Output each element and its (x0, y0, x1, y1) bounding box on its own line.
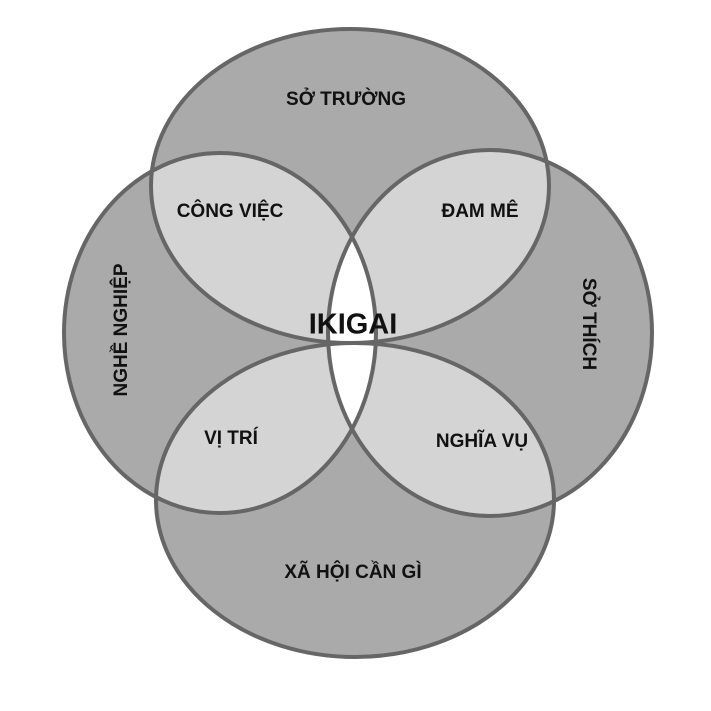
circle-outlines (62, 27, 654, 659)
label-overlap-top-right: ĐAM MÊ (441, 200, 518, 222)
label-top-circle: SỞ TRƯỜNG (286, 88, 406, 110)
overlap-bottom-right (328, 343, 554, 516)
label-right-circle: SỞ THÍCH (578, 278, 600, 370)
label-overlap-bottom-right: NGHĨA VỤ (436, 430, 528, 452)
label-bottom-circle: XÃ HỘI CẦN GÌ (284, 561, 421, 583)
label-left-circle: NGHỀ NGHIỆP (110, 263, 132, 396)
label-overlap-bottom-left: VỊ TRÍ (204, 427, 259, 449)
label-overlap-top-left: CÔNG VIỆC (177, 200, 284, 222)
label-center: IKIGAI (309, 309, 398, 341)
overlap-bottom-left (156, 343, 376, 513)
